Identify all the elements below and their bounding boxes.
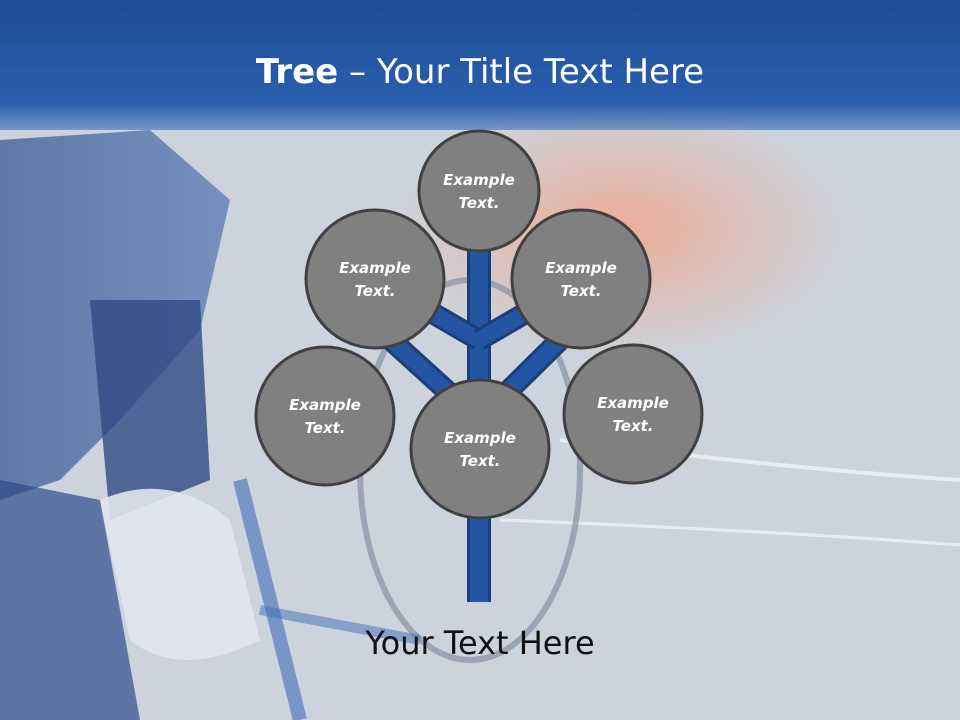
title-bold: Tree — [255, 52, 339, 92]
slide-title: Tree – Your Title Text Here — [0, 52, 960, 92]
node-upper-left: Example Text. — [304, 208, 446, 350]
node-upper-left-line1: Example — [339, 259, 411, 277]
node-upper-right: Example Text. — [510, 208, 652, 350]
node-top: Example Text. — [417, 129, 541, 253]
title-rest: – Your Title Text Here — [338, 52, 705, 92]
node-upper-left-line2: Text. — [354, 282, 395, 300]
node-center-line1: Example — [444, 429, 516, 447]
node-center: Example Text. — [409, 378, 551, 520]
header-bar — [0, 0, 960, 130]
node-lower-right-line2: Text. — [612, 417, 653, 435]
node-top-line1: Example — [443, 171, 515, 189]
node-lower-left-line1: Example — [289, 396, 361, 414]
node-center-line2: Text. — [459, 452, 500, 470]
node-upper-right-line2: Text. — [560, 282, 601, 300]
node-lower-left: Example Text. — [254, 345, 396, 487]
caption-text: Your Text Here — [365, 624, 595, 662]
node-top-line2: Text. — [458, 194, 499, 212]
node-lower-right-line1: Example — [597, 394, 669, 412]
node-lower-left-line2: Text. — [304, 419, 345, 437]
node-upper-right-line1: Example — [545, 259, 617, 277]
node-lower-right: Example Text. — [562, 343, 704, 485]
